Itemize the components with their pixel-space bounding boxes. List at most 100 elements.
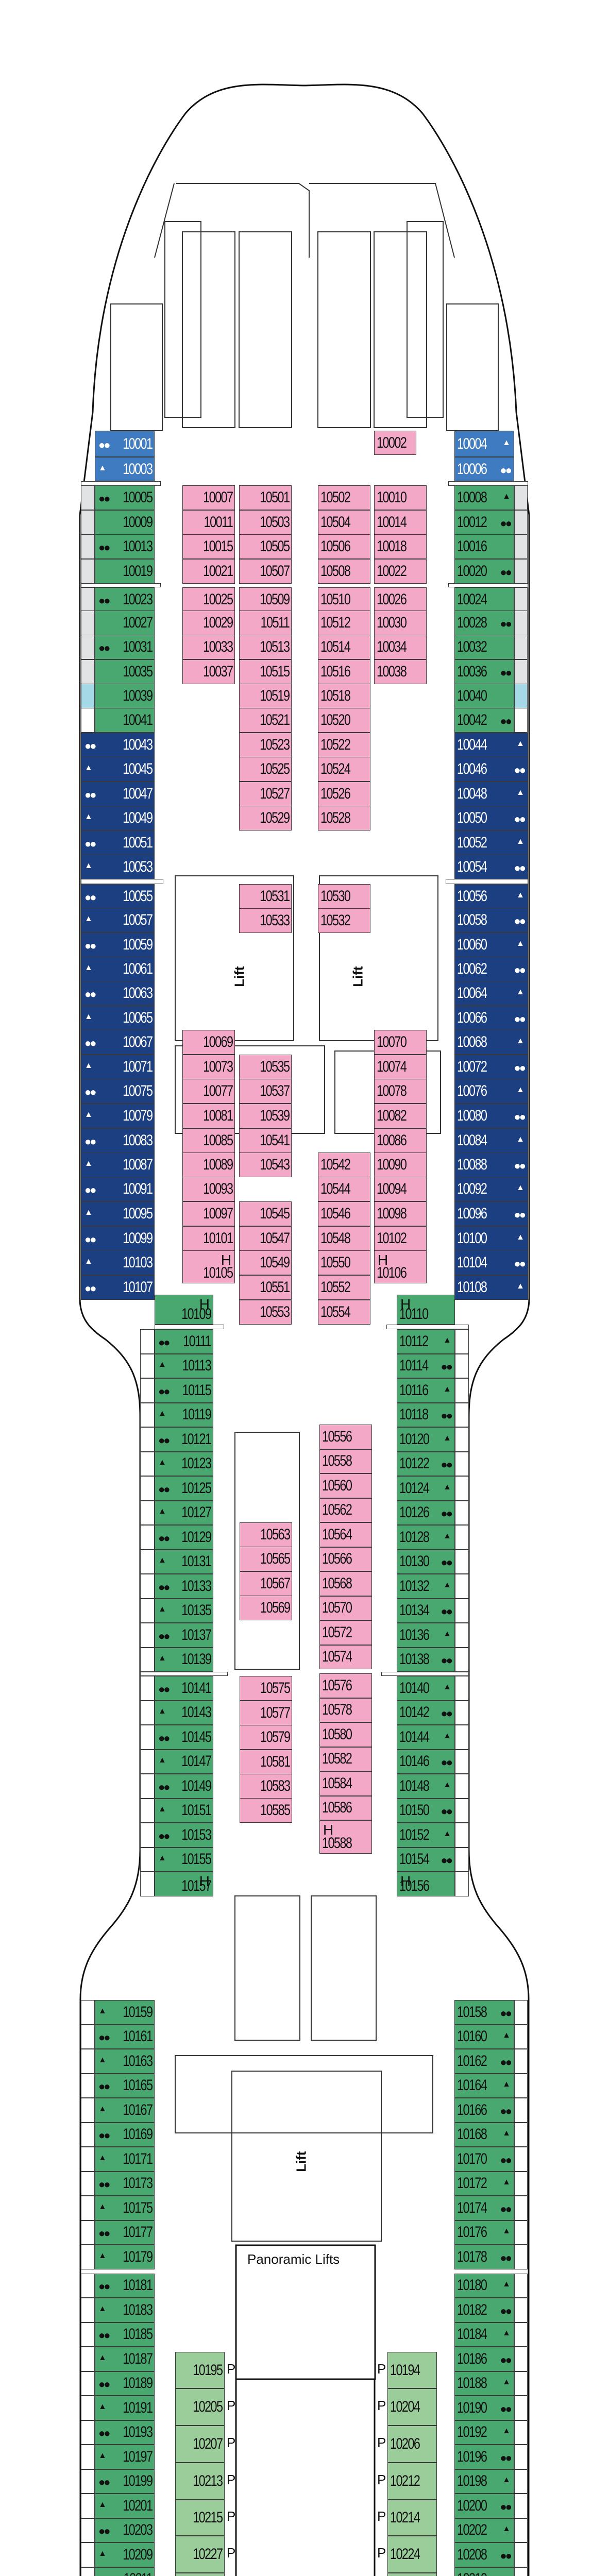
cabin-10584[interactable]: 10584 <box>319 1771 372 1796</box>
cabin-10184[interactable]: 10184▲ <box>454 2322 514 2347</box>
cabin-10180[interactable]: 10180▲ <box>454 2273 514 2298</box>
cabin-10151[interactable]: 10151▲ <box>155 1798 213 1823</box>
cabin-10123[interactable]: 10123▲ <box>155 1451 213 1476</box>
cabin-10508[interactable]: 10508 <box>318 559 370 584</box>
cabin-10570[interactable]: 10570 <box>319 1596 372 1620</box>
cabin-10086[interactable]: 10086 <box>374 1128 427 1153</box>
cabin-10074[interactable]: 10074 <box>374 1055 427 1079</box>
cabin-10007[interactable]: 10007 <box>182 485 235 510</box>
cabin-10510[interactable]: 10510 <box>318 587 370 612</box>
cabin-10224[interactable]: 10224 <box>387 2536 437 2573</box>
cabin-10514[interactable]: 10514 <box>318 635 370 659</box>
cabin-10129[interactable]: 10129●● <box>155 1525 213 1550</box>
cabin-10203[interactable]: 10203●● <box>95 2518 155 2543</box>
cabin-10087[interactable]: 10087▲ <box>81 1153 155 1177</box>
cabin-10047[interactable]: 10047●● <box>81 782 155 806</box>
cabin-10005[interactable]: 10005●● <box>95 485 155 510</box>
cabin-10080[interactable]: 10080●● <box>454 1104 528 1128</box>
cabin-10226[interactable]: 10226 <box>387 2573 437 2576</box>
cabin-10001[interactable]: 10001●● <box>95 431 155 457</box>
cabin-10525[interactable]: 10525 <box>239 757 292 782</box>
cabin-10507[interactable]: 10507 <box>239 559 292 584</box>
cabin-10526[interactable]: 10526 <box>318 782 370 806</box>
cabin-10067[interactable]: 10067●● <box>81 1030 155 1055</box>
cabin-10066[interactable]: 10066●● <box>454 1006 528 1030</box>
cabin-10058[interactable]: 10058●● <box>454 908 528 933</box>
cabin-10182[interactable]: 10182●● <box>454 2298 514 2323</box>
cabin-10057[interactable]: 10057▲ <box>81 908 155 933</box>
cabin-10537[interactable]: 10537 <box>239 1079 292 1104</box>
cabin-10188[interactable]: 10188▲ <box>454 2371 514 2396</box>
cabin-10115[interactable]: 10115●● <box>155 1378 213 1403</box>
cabin-10562[interactable]: 10562 <box>319 1498 372 1522</box>
cabin-10558[interactable]: 10558 <box>319 1449 372 1473</box>
cabin-10008[interactable]: 10008▲ <box>454 485 514 510</box>
cabin-10196[interactable]: 10196●● <box>454 2445 514 2469</box>
cabin-10090[interactable]: 10090 <box>374 1153 427 1177</box>
cabin-10189[interactable]: 10189●● <box>95 2371 155 2396</box>
cabin-10201[interactable]: 10201▲ <box>95 2494 155 2518</box>
cabin-10207[interactable]: 10207 <box>175 2426 225 2463</box>
cabin-10515[interactable]: 10515 <box>239 659 292 684</box>
cabin-10533[interactable]: 10533 <box>239 908 292 933</box>
cabin-10039[interactable]: 10039 <box>95 684 155 708</box>
cabin-10511[interactable]: 10511 <box>239 611 292 635</box>
cabin-10025[interactable]: 10025 <box>182 587 235 612</box>
cabin-10200[interactable]: 10200●● <box>454 2494 514 2518</box>
cabin-10051[interactable]: 10051●● <box>81 831 155 855</box>
cabin-10031[interactable]: 10031●● <box>95 635 155 659</box>
cabin-10560[interactable]: 10560 <box>319 1473 372 1498</box>
cabin-10211[interactable]: 10211●● <box>95 2567 155 2576</box>
cabin-10206[interactable]: 10206 <box>387 2426 437 2463</box>
cabin-10503[interactable]: 10503 <box>239 510 292 535</box>
cabin-10171[interactable]: 10171▲ <box>95 2147 155 2172</box>
cabin-10521[interactable]: 10521 <box>239 708 292 733</box>
cabin-10549[interactable]: 10549 <box>239 1250 292 1275</box>
cabin-10120[interactable]: 10120▲ <box>397 1427 455 1452</box>
cabin-10030[interactable]: 10030 <box>374 611 427 635</box>
cabin-10079[interactable]: 10079▲ <box>81 1104 155 1128</box>
cabin-10176[interactable]: 10176▲ <box>454 2220 514 2245</box>
cabin-10566[interactable]: 10566 <box>319 1547 372 1571</box>
cabin-10093[interactable]: 10093 <box>182 1177 235 1201</box>
cabin-10168[interactable]: 10168▲ <box>454 2122 514 2147</box>
cabin-10504[interactable]: 10504 <box>318 510 370 535</box>
cabin-10147[interactable]: 10147▲ <box>155 1749 213 1774</box>
cabin-10505[interactable]: 10505 <box>239 534 292 559</box>
cabin-10126[interactable]: 10126●● <box>397 1500 455 1525</box>
cabin-10069[interactable]: 10069 <box>182 1030 235 1055</box>
cabin-10146[interactable]: 10146●● <box>397 1749 455 1774</box>
cabin-10013[interactable]: 10013●● <box>95 534 155 559</box>
cabin-10085[interactable]: 10085 <box>182 1128 235 1153</box>
cabin-10108[interactable]: 10108▲ <box>454 1275 528 1300</box>
cabin-10191[interactable]: 10191▲ <box>95 2396 155 2420</box>
cabin-10059[interactable]: 10059●● <box>81 933 155 957</box>
cabin-10545[interactable]: 10545 <box>239 1201 292 1226</box>
cabin-10113[interactable]: 10113▲ <box>155 1353 213 1378</box>
cabin-10072[interactable]: 10072●● <box>454 1055 528 1079</box>
cabin-10009[interactable]: 10009 <box>95 510 155 535</box>
cabin-10098[interactable]: 10098 <box>374 1201 427 1226</box>
cabin-10121[interactable]: 10121●● <box>155 1427 213 1452</box>
cabin-10141[interactable]: 10141●● <box>155 1676 213 1701</box>
cabin-10213[interactable]: 10213 <box>175 2463 225 2500</box>
cabin-10577[interactable]: 10577 <box>240 1701 292 1725</box>
cabin-10076[interactable]: 10076▲ <box>454 1079 528 1104</box>
cabin-10056[interactable]: 10056▲ <box>454 884 528 909</box>
cabin-10551[interactable]: 10551 <box>239 1275 292 1300</box>
cabin-10159[interactable]: 10159▲ <box>95 2000 155 2025</box>
cabin-10095[interactable]: 10095▲ <box>81 1201 155 1226</box>
cabin-10543[interactable]: 10543 <box>239 1153 292 1177</box>
cabin-10084[interactable]: 10084▲ <box>454 1128 528 1153</box>
cabin-10569[interactable]: 10569 <box>240 1596 292 1620</box>
cabin-10542[interactable]: 10542 <box>318 1153 370 1177</box>
cabin-10021[interactable]: 10021 <box>182 559 235 584</box>
cabin-10096[interactable]: 10096●● <box>454 1201 528 1226</box>
cabin-10077[interactable]: 10077 <box>182 1079 235 1104</box>
cabin-10016[interactable]: 10016 <box>454 534 514 559</box>
cabin-10502[interactable]: 10502 <box>318 485 370 510</box>
